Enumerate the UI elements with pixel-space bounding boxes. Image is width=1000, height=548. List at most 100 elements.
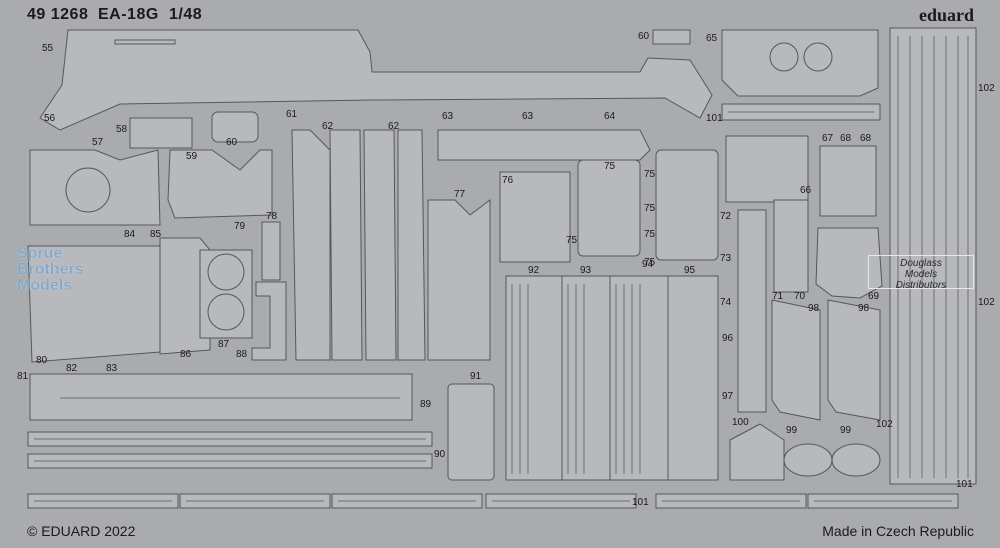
part-number: 89 <box>420 399 432 410</box>
part-75-right <box>655 149 719 261</box>
scale-label: 1/48 <box>169 6 203 23</box>
part-number: 66 <box>800 185 812 196</box>
part-number: 78 <box>266 211 278 222</box>
part-number: 68 <box>840 133 852 144</box>
part-93 <box>561 275 611 481</box>
watermark-line: Models <box>17 277 73 294</box>
part-98-left <box>771 299 821 421</box>
part-number: 99 <box>840 425 852 436</box>
part-65-hole-b <box>803 42 833 72</box>
part-62-a <box>291 129 331 361</box>
part-number: 60 <box>226 137 238 148</box>
part-number: 75 <box>604 161 616 172</box>
part-94 <box>609 275 669 481</box>
part-number: 76 <box>502 175 514 186</box>
part-65-hole-a <box>769 42 799 72</box>
part-99-a <box>783 443 833 477</box>
part-number: 102 <box>876 419 893 430</box>
part-55-slot <box>114 39 176 45</box>
part-67-68 <box>819 145 877 217</box>
part-76 <box>499 171 571 263</box>
part-87-disc-a <box>207 253 245 291</box>
watermark-line: Sprue <box>17 245 63 262</box>
part-89 <box>29 373 413 421</box>
part-number: 63 <box>522 111 534 122</box>
part-69 <box>815 227 883 299</box>
part-number: 70 <box>794 291 806 302</box>
part-72-97 <box>737 209 767 413</box>
part-78 <box>261 221 281 281</box>
part-number: 75 <box>644 229 656 240</box>
part-58 <box>129 117 193 149</box>
part-number: 102 <box>978 83 995 94</box>
part-number: 57 <box>92 137 104 148</box>
watermark-line: Brothers <box>17 261 84 278</box>
part-102 <box>889 27 977 485</box>
part-number: 81 <box>17 371 29 382</box>
part-number: 62 <box>388 121 400 132</box>
part-70-71 <box>773 199 809 293</box>
part-number: 101 <box>706 113 723 124</box>
copyright: © EDUARD 2022 <box>27 523 136 539</box>
part-number: 63 <box>442 111 454 122</box>
part-number: 88 <box>236 349 248 360</box>
brand-logo: eduard <box>918 5 974 25</box>
part-55 <box>39 29 713 131</box>
part-66 <box>725 135 809 203</box>
part-number: 58 <box>116 124 128 135</box>
watermark-line: Distributors <box>895 280 947 291</box>
part-number: 75 <box>566 235 578 246</box>
part-number: 102 <box>978 297 995 308</box>
part-77 <box>427 199 491 361</box>
part-number: 71 <box>772 291 784 302</box>
part-number: 72 <box>720 211 732 222</box>
part-number: 92 <box>528 265 540 276</box>
watermark-line: Models <box>904 269 938 280</box>
part-number: 85 <box>150 229 162 240</box>
watermark-line: Douglass <box>900 258 942 269</box>
sprue-brothers-watermark: Sprue Brothers Models <box>17 246 84 294</box>
part-number: 79 <box>234 221 246 232</box>
part-98-right <box>827 299 881 421</box>
part-95 <box>667 275 719 481</box>
part-number: 67 <box>822 133 834 144</box>
part-88 <box>251 281 287 361</box>
part-number: 61 <box>286 109 298 120</box>
part-number: 94 <box>642 259 654 270</box>
part-number: 91 <box>470 371 482 382</box>
part-number: 59 <box>186 151 198 162</box>
part-number: 84 <box>124 229 136 240</box>
set-code: 49 1268 <box>27 6 89 23</box>
part-number: 65 <box>706 33 718 44</box>
part-number: 69 <box>868 291 880 302</box>
part-number: 98 <box>858 303 870 314</box>
part-57-round <box>65 167 111 213</box>
part-62-d <box>397 129 426 361</box>
aircraft-model: EA-18G <box>98 6 159 23</box>
part-60-top <box>652 29 691 45</box>
part-number: 73 <box>720 253 732 264</box>
part-100 <box>729 423 785 481</box>
part-number: 56 <box>44 113 56 124</box>
part-63-64 <box>437 129 651 161</box>
part-number: 82 <box>66 363 78 374</box>
part-75-left <box>577 159 641 257</box>
part-number: 101 <box>632 497 649 508</box>
part-number: 98 <box>808 303 820 314</box>
part-87-disc-b <box>207 293 245 331</box>
part-number: 74 <box>720 297 732 308</box>
part-79 <box>167 149 273 219</box>
part-number: 86 <box>180 349 192 360</box>
part-number: 95 <box>684 265 696 276</box>
part-60-lower <box>211 111 259 143</box>
part-number: 64 <box>604 111 616 122</box>
part-number: 87 <box>218 339 230 350</box>
part-number: 97 <box>722 391 734 402</box>
part-number: 68 <box>860 133 872 144</box>
part-number: 75 <box>644 257 656 268</box>
part-number: 55 <box>42 43 54 54</box>
part-92 <box>505 275 563 481</box>
part-number: 80 <box>36 355 48 366</box>
